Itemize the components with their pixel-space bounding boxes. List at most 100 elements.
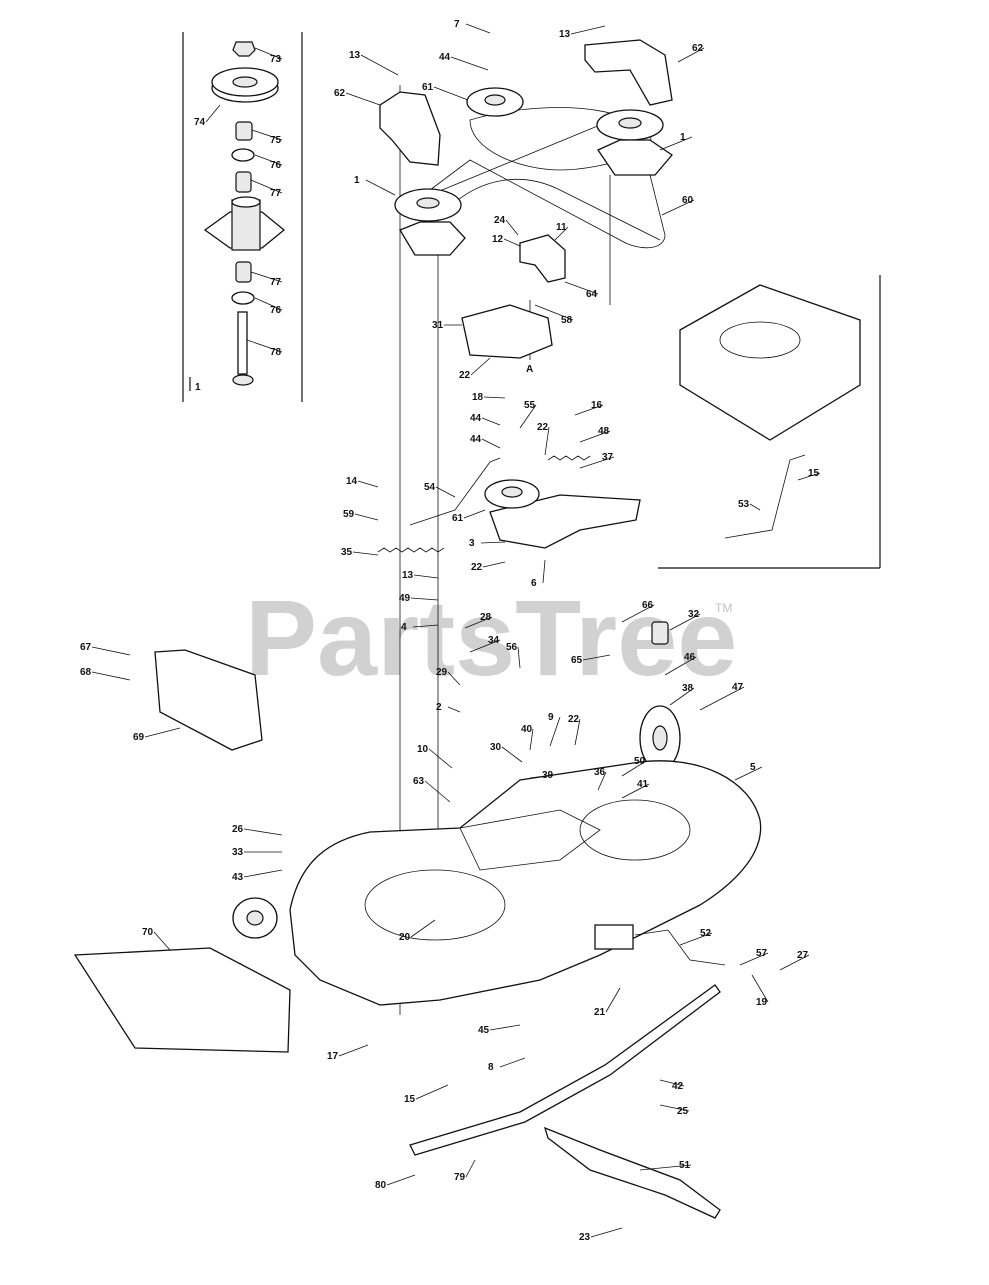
callout-number: 69: [133, 732, 145, 743]
callout-leader: [503, 238, 521, 247]
callout-number: 43: [232, 872, 244, 883]
callout-leader: [246, 339, 283, 353]
callout-leader: [797, 472, 821, 481]
callout-number: 76: [270, 160, 282, 171]
detail-label: 1: [195, 382, 201, 393]
callout-leader: [659, 1079, 685, 1087]
callout-leader: [574, 404, 604, 416]
callout-number: 22: [459, 370, 471, 381]
callout-number: 74: [194, 117, 206, 128]
callout-leader: [582, 654, 611, 661]
callout-leader: [250, 271, 283, 283]
callout-number: 75: [270, 135, 282, 146]
callout-number: 70: [142, 927, 154, 938]
callout-leader: [412, 624, 439, 628]
callout-number: 42: [672, 1081, 684, 1092]
callout-leader: [345, 92, 381, 106]
callout-number: 60: [682, 195, 694, 206]
callout-number: 78: [270, 347, 282, 358]
callout-leader: [243, 828, 283, 836]
callout-number: 73: [270, 54, 282, 65]
callout-number: 22: [568, 714, 580, 725]
callout-leader: [659, 1104, 690, 1112]
callout-leader: [669, 687, 695, 706]
callout-number: 56: [506, 642, 518, 653]
section-marker: A: [526, 364, 533, 375]
callout-number: 28: [480, 612, 492, 623]
callout-leader: [144, 727, 181, 738]
callout-number: 20: [399, 932, 411, 943]
callout-number: 22: [537, 422, 549, 433]
callout-leader: [153, 931, 171, 951]
callout-number: 53: [738, 499, 750, 510]
callout-number: 44: [470, 413, 482, 424]
callout-leader: [529, 728, 534, 751]
callout-leader: [534, 304, 574, 321]
callout-number: 16: [591, 400, 603, 411]
callout-leader: [205, 104, 221, 123]
callout-leader: [410, 919, 436, 938]
callout-leader: [519, 404, 537, 429]
callout-leader: [579, 456, 615, 469]
callout-number: 15: [808, 468, 820, 479]
callout-number: 44: [470, 434, 482, 445]
callout-leader: [91, 671, 131, 681]
callout-number: 80: [375, 1180, 387, 1191]
callout-number: 40: [521, 724, 533, 735]
callout-leader: [413, 574, 439, 579]
callout-leader: [365, 179, 396, 196]
callout-leader: [250, 179, 283, 194]
callout-leader: [424, 780, 451, 803]
callout-leader: [739, 952, 769, 966]
callout-leader: [410, 597, 439, 601]
callout-leader: [779, 954, 810, 971]
callout-number: 27: [797, 950, 809, 961]
callout-leader: [435, 486, 456, 498]
callout-number: 35: [341, 547, 353, 558]
callout-leader: [570, 25, 606, 35]
callout-leader: [542, 559, 546, 584]
callout-number: 38: [682, 683, 694, 694]
callout-leader: [481, 417, 501, 426]
callout-number: 57: [756, 948, 768, 959]
callout-number: 59: [343, 509, 355, 520]
callout-number: 54: [424, 482, 436, 493]
callout-leader: [243, 869, 283, 878]
callout-leader: [465, 1159, 476, 1178]
callout-number: 36: [594, 767, 606, 778]
callout-leader: [751, 974, 769, 1003]
callout-number: 2: [436, 702, 442, 713]
callout-number: 1: [680, 132, 686, 143]
callout-number: 49: [399, 593, 411, 604]
callout-number: 67: [80, 642, 92, 653]
callout-number: 10: [417, 744, 429, 755]
callout-number: 31: [432, 320, 444, 331]
callout-number: 17: [327, 1051, 339, 1062]
callout-leader: [415, 1084, 449, 1100]
callout-number: 46: [684, 652, 696, 663]
callout-number: 8: [488, 1062, 494, 1073]
callout-leader: [597, 771, 607, 791]
callout-number: 6: [531, 578, 537, 589]
callout-leader: [505, 219, 519, 236]
callout-number: 68: [80, 667, 92, 678]
spindle-pulley-left: [394, 188, 466, 256]
callout-number: 13: [402, 570, 414, 581]
callout-leader: [661, 199, 695, 216]
callout-leader: [254, 154, 283, 166]
spindle-pulley-right: [596, 109, 673, 176]
callout-number: 52: [700, 928, 712, 939]
callout-number: 65: [571, 655, 583, 666]
callout-leader: [679, 932, 713, 946]
callout-number: 44: [439, 52, 451, 63]
callout-leader: [489, 1024, 521, 1031]
callout-number: 29: [436, 667, 448, 678]
callout-number: 5: [750, 762, 756, 773]
callout-leader: [463, 509, 486, 519]
callout-number: 76: [270, 305, 282, 316]
callout-number: 13: [559, 29, 571, 40]
callout-leader: [354, 513, 379, 521]
callout-number: 22: [471, 562, 483, 573]
callout-number: 25: [677, 1106, 689, 1117]
